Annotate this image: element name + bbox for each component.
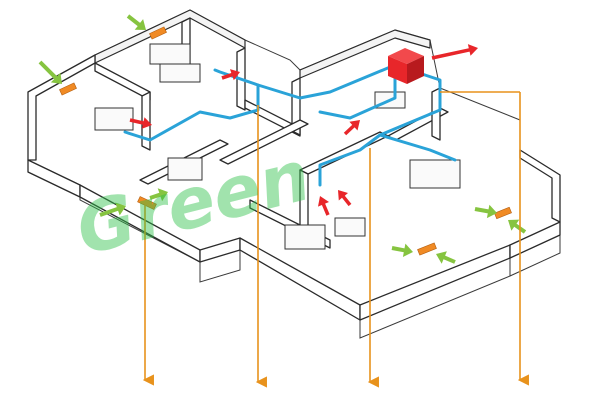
red-arrow-icon: [129, 44, 478, 216]
vent-left: [59, 82, 77, 96]
exhaust-arrow: [129, 117, 152, 129]
fresh-air-arrow: [474, 204, 497, 219]
exhaust-arrow: [431, 44, 478, 60]
red-cube-icon: [388, 48, 424, 84]
bed-right: [409, 159, 461, 189]
exhaust-arrow: [343, 120, 360, 136]
vent-front-right: [417, 242, 437, 256]
duct-bath: [318, 63, 397, 120]
fresh-air-arrow: [38, 60, 62, 84]
sofa-front: [334, 217, 366, 237]
bed-front: [284, 224, 326, 250]
fresh-air-arrow: [391, 243, 413, 257]
sofa-living: [167, 157, 203, 181]
exhaust-arrow: [338, 190, 352, 207]
fresh-air-vents: [59, 26, 512, 256]
fresh-air-arrow: [126, 14, 146, 30]
duct-right: [378, 133, 457, 162]
fresh-air-arrow: [99, 202, 126, 217]
exhaust-arrow: [221, 69, 240, 81]
furniture: [94, 43, 461, 250]
vent-right: [494, 206, 512, 220]
bed-left: [94, 107, 134, 131]
exhaust-arrow: [318, 196, 330, 216]
kitchen-stove: [159, 63, 201, 83]
walls: [27, 9, 561, 321]
vent-top: [149, 26, 167, 40]
green-arrow-icon: [38, 14, 527, 264]
duct-kitchen: [213, 68, 260, 87]
fresh-air-arrow: [436, 251, 456, 264]
fresh-air-arrow: [508, 219, 527, 234]
kitchen-counter: [149, 43, 191, 65]
fresh-air-arrow: [149, 188, 168, 202]
orange-down-arrow-icon: [142, 91, 529, 388]
